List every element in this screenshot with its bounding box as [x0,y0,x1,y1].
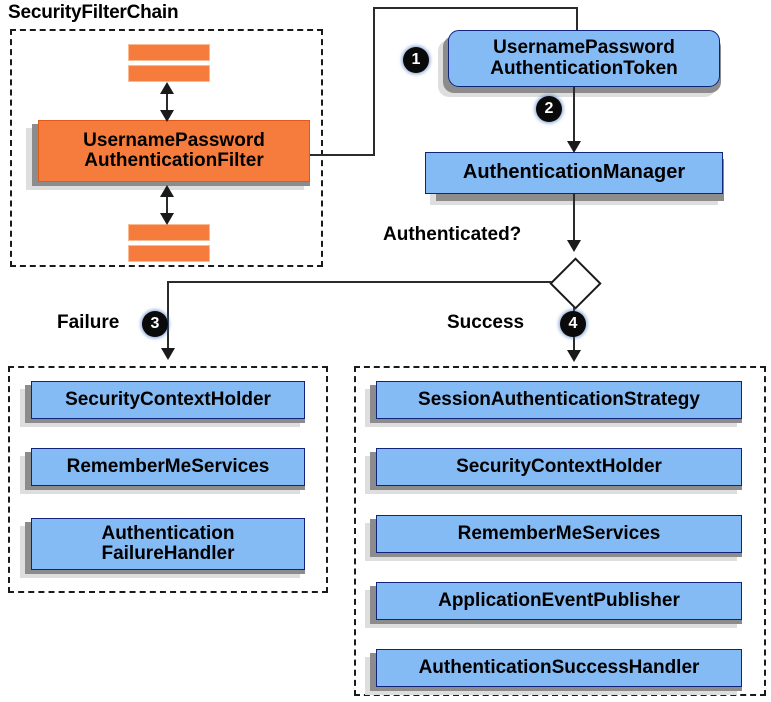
connector-token-to-manager-line [573,87,575,147]
badge-step-3: 3 [142,311,168,337]
filter-bar-top-1 [128,44,210,61]
badge-step-1: 1 [403,47,429,73]
filter-link-bottom-arrow-up [160,185,174,197]
label-authenticated: Authenticated? [383,224,522,245]
failure-item-0-label: SecurityContextHolder [65,388,271,410]
token-label-line2: AuthenticationToken [490,57,678,79]
success-item-4-label: AuthenticationSuccessHandler [418,656,700,678]
badge-step-4: 4 [560,311,586,337]
filter-link-bottom-arrow-down [160,213,174,225]
failure-item-2-label-line1: Authentication [101,522,235,544]
connector-decision-to-failure-arrow [161,348,175,360]
auth-manager-label: AuthenticationManager [462,161,686,184]
node-username-password-authentication-filter[interactable]: UsernamePassword AuthenticationFilter [38,120,310,182]
connector-filter-to-token-v [373,7,375,156]
connector-filter-to-token-h1 [310,154,375,156]
node-username-password-authentication-token[interactable]: UsernamePassword AuthenticationToken [448,30,720,87]
failure-item-authentication-failure-handler[interactable]: Authentication FailureHandler [31,518,305,570]
success-item-2-label: RememberMeServices [457,522,661,544]
group-failure-handlers [8,366,328,593]
filter-link-bottom-line [166,190,168,218]
node-authentication-manager[interactable]: AuthenticationManager [425,152,723,194]
success-item-security-context-holder[interactable]: SecurityContextHolder [376,448,742,486]
connector-filter-to-token-v2 [576,7,578,33]
group-success-handlers [354,366,766,696]
connector-decision-to-failure-v [167,281,169,351]
filter-bar-top-2 [128,65,210,82]
label-failure: Failure [57,312,120,333]
connector-manager-to-decision-line [573,194,575,244]
failure-item-2-label-line2: FailureHandler [101,543,235,564]
filter-link-top-arrow-up [160,82,174,94]
group-title-security-filter-chain: SecurityFilterChain [8,2,179,23]
filter-bar-bottom-1 [128,224,210,241]
connector-token-to-manager-arrow [567,141,581,153]
failure-item-1-label: RememberMeServices [66,455,270,477]
badge-step-2: 2 [536,96,562,122]
filter-label-line2: AuthenticationFilter [84,150,264,171]
success-item-application-event-publisher[interactable]: ApplicationEventPublisher [376,582,742,620]
connector-decision-to-success-arrow [567,350,581,362]
success-item-remember-me-services[interactable]: RememberMeServices [376,515,742,553]
decision-authenticated-diamond [549,257,602,310]
token-label-line1: UsernamePassword [493,37,675,59]
filter-link-top-arrow-down [160,110,174,122]
failure-item-security-context-holder[interactable]: SecurityContextHolder [31,381,305,419]
success-item-1-label: SecurityContextHolder [456,455,662,477]
success-item-authentication-success-handler[interactable]: AuthenticationSuccessHandler [376,649,742,687]
filter-bar-bottom-2 [128,245,210,262]
label-success: Success [447,312,525,333]
connector-filter-to-token-h2 [373,7,578,9]
success-item-session-authentication-strategy[interactable]: SessionAuthenticationStrategy [376,381,742,419]
failure-item-remember-me-services[interactable]: RememberMeServices [31,448,305,486]
success-item-0-label: SessionAuthenticationStrategy [418,388,700,410]
connector-manager-to-decision-arrow [567,240,581,252]
filter-link-top-line [166,88,168,116]
group-security-filter-chain [10,29,323,267]
success-item-3-label: ApplicationEventPublisher [438,589,680,611]
connector-decision-to-failure-h [167,281,552,283]
filter-label-line1: UsernamePassword [83,129,265,151]
